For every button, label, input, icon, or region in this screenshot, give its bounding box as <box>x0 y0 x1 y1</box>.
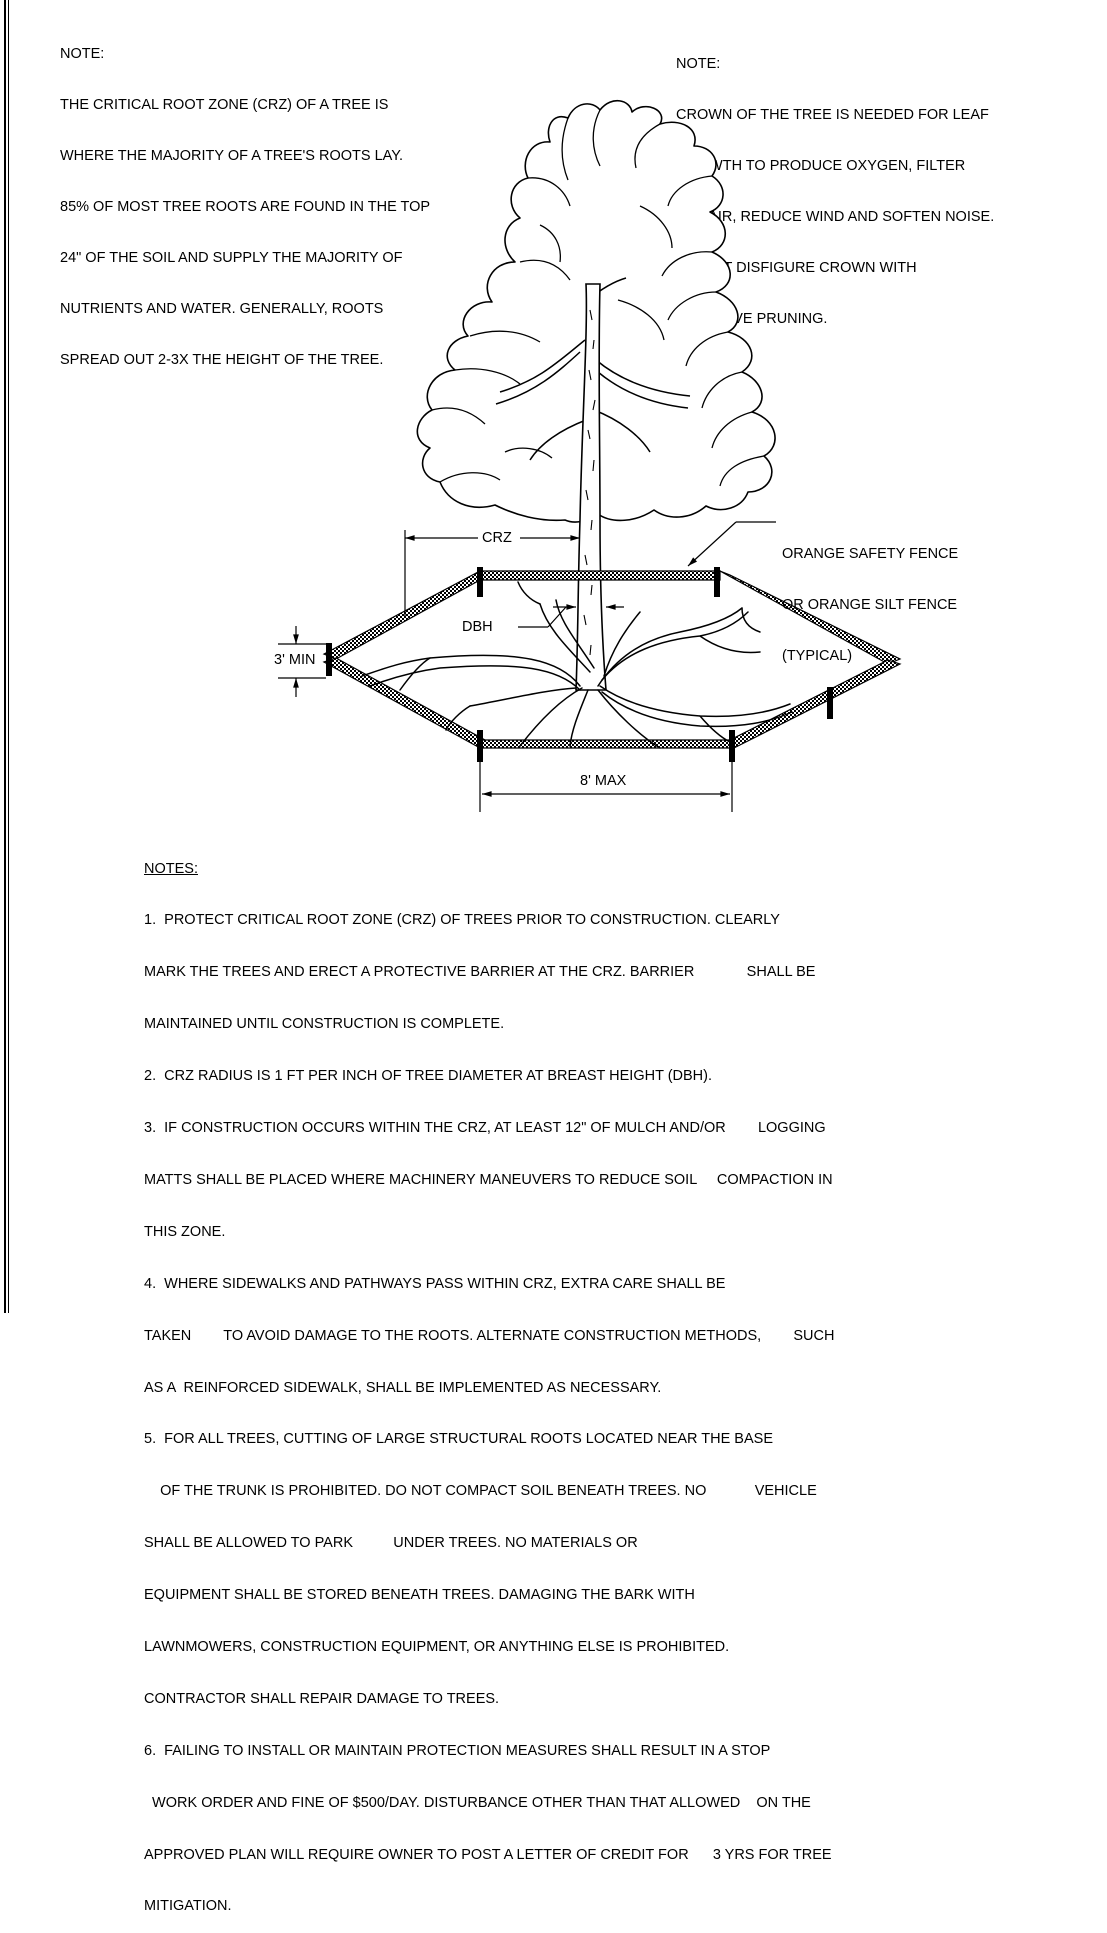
max-spacing-label: 8' MAX <box>580 773 627 789</box>
notes-line: MAINTAINED UNTIL CONSTRUCTION IS COMPLET… <box>144 1016 505 1033</box>
note-left-line: 85% OF MOST TREE ROOTS ARE FOUND IN THE … <box>60 199 431 215</box>
crz-dimension <box>404 530 581 618</box>
tree-roots <box>361 581 793 749</box>
notes-line: CONTRACTOR SHALL REPAIR DAMAGE TO TREES. <box>144 1690 500 1707</box>
construction-notes: NOTES: 1. PROTECT CRITICAL ROOT ZONE (CR… <box>144 826 834 1933</box>
trunk-bark-marks <box>583 309 596 656</box>
tree-branches <box>495 277 691 461</box>
notes-line: 6. FAILING TO INSTALL OR MAINTAIN PROTEC… <box>144 1742 771 1759</box>
notes-line: OF THE TRUNK IS PROHIBITED. DO NOT COMPA… <box>144 1483 817 1500</box>
notes-line: 2. CRZ RADIUS IS 1 FT PER INCH OF TREE D… <box>144 1068 713 1085</box>
tree-protection-drawing <box>278 100 902 812</box>
notes-line: MARK THE TREES AND ERECT A PROTECTIVE BA… <box>144 964 816 981</box>
sheet-border-left <box>4 0 6 1313</box>
fence-callout: ORANGE SAFETY FENCE OR ORANGE SILT FENCE… <box>782 512 958 682</box>
crz-label: CRZ <box>480 530 514 547</box>
notes-line: AS A REINFORCED SIDEWALK, SHALL BE IMPLE… <box>144 1379 662 1396</box>
min-height-dimension <box>278 626 326 697</box>
protection-fence <box>322 570 902 749</box>
notes-line: SHALL BE ALLOWED TO PARK UNDER TREES. NO… <box>144 1535 638 1552</box>
notes-line: TAKEN TO AVOID DAMAGE TO THE ROOTS. ALTE… <box>144 1327 835 1344</box>
note-right-line: CROWN OF THE TREE IS NEEDED FOR LEAF <box>676 107 989 123</box>
note-left-line: SPREAD OUT 2-3X THE HEIGHT OF THE TREE. <box>60 352 384 368</box>
notes-line: 4. WHERE SIDEWALKS AND PATHWAYS PASS WIT… <box>144 1275 726 1292</box>
notes-line: EQUIPMENT SHALL BE STORED BENEATH TREES.… <box>144 1587 695 1604</box>
notes-line: MITIGATION. <box>144 1898 232 1915</box>
notes-line: WORK ORDER AND FINE OF $500/DAY. DISTURB… <box>144 1794 811 1811</box>
notes-line: 1. PROTECT CRITICAL ROOT ZONE (CRZ) OF T… <box>144 912 780 929</box>
notes-title: NOTES: <box>144 860 198 877</box>
max-spacing-dimension <box>479 762 733 812</box>
fence-callout-line: (TYPICAL) <box>782 648 853 664</box>
notes-line: 5. FOR ALL TREES, CUTTING OF LARGE STRUC… <box>144 1431 773 1448</box>
notes-line: MATTS SHALL BE PLACED WHERE MACHINERY MA… <box>144 1171 833 1188</box>
fence-callout-line: ORANGE SAFETY FENCE <box>782 546 959 562</box>
note-left-line: WHERE THE MAJORITY OF A TREE'S ROOTS LAY… <box>60 148 404 164</box>
note-left-line: 24" OF THE SOIL AND SUPPLY THE MAJORITY … <box>60 250 403 266</box>
fence-posts <box>326 567 833 762</box>
note-left-heading: NOTE: <box>60 46 105 62</box>
note-left-line: THE CRITICAL ROOT ZONE (CRZ) OF A TREE I… <box>60 97 389 113</box>
note-left-line: NUTRIENTS AND WATER. GENERALLY, ROOTS <box>60 301 384 317</box>
note-critical-root-zone: NOTE: THE CRITICAL ROOT ZONE (CRZ) OF A … <box>60 12 430 386</box>
dbh-dimension <box>518 604 624 628</box>
notes-line: LAWNMOWERS, CONSTRUCTION EQUIPMENT, OR A… <box>144 1638 730 1655</box>
min-height-label: 3' MIN <box>274 652 316 669</box>
note-right-heading: NOTE: <box>676 56 721 72</box>
dbh-label: DBH <box>462 619 493 635</box>
fence-leader <box>687 521 776 567</box>
fence-callout-line: OR ORANGE SILT FENCE <box>782 597 958 613</box>
notes-line: APPROVED PLAN WILL REQUIRE OWNER TO POST… <box>144 1846 832 1863</box>
notes-line: THIS ZONE. <box>144 1223 226 1240</box>
note-right-line: THE AIR, REDUCE WIND AND SOFTEN NOISE. <box>676 209 995 225</box>
notes-line: 3. IF CONSTRUCTION OCCURS WITHIN THE CRZ… <box>144 1120 826 1137</box>
crown-detail-lines <box>431 109 765 487</box>
sheet-border-left-inner <box>8 0 9 1313</box>
